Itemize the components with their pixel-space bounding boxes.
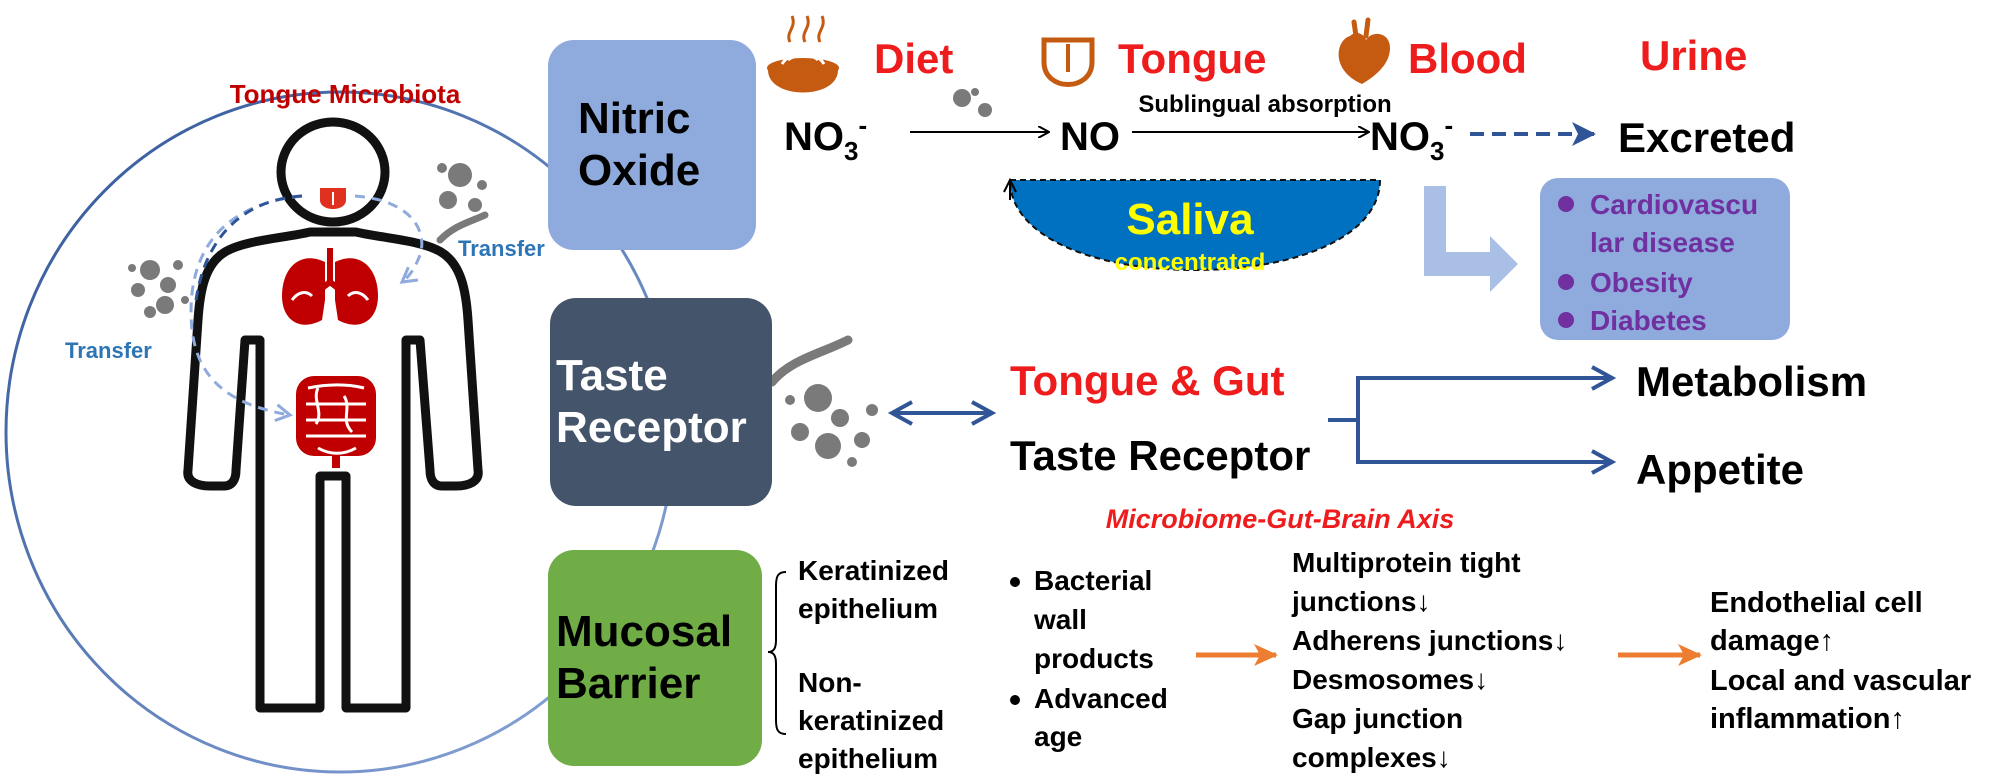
concentrated-label: concentrated <box>1115 249 1266 276</box>
nitric-oxide-row: Diet Tongue Blood Urine NO3- NO Sublingu… <box>767 15 1795 340</box>
microbe-cluster-left-icon <box>128 260 189 318</box>
keratinized-2: epithelium <box>798 593 938 624</box>
tongue-gut-label: Tongue & Gut <box>1010 357 1285 404</box>
no-tongue: NO <box>1060 115 1120 159</box>
junction-4: Desmosomes↓ <box>1292 664 1488 695</box>
epithelium-bracket <box>767 571 787 735</box>
mucosal-row: Keratinized epithelium Non- keratinized … <box>767 547 1971 774</box>
human-silhouette <box>183 117 483 713</box>
non-keratinized-3: epithelium <box>798 743 938 774</box>
outcome-4: inflammation↑ <box>1710 703 1905 735</box>
junction-3: Adherens junctions↓ <box>1292 625 1567 656</box>
tongue-microbiota-label: Tongue Microbiota <box>230 79 461 109</box>
microbiome-gut-brain-axis: Microbiome-Gut-Brain Axis <box>1106 504 1455 534</box>
factor-bullet <box>1010 695 1020 705</box>
outcome-2: damage↑ <box>1710 625 1834 657</box>
saliva-label: Saliva <box>1126 195 1254 244</box>
disease-cardiovascular-2: lar disease <box>1590 227 1735 258</box>
torso-outline <box>183 227 483 713</box>
excreted: Excreted <box>1618 114 1795 161</box>
tongue-stage-icon <box>1041 37 1095 87</box>
disease-cardiovascular-1: Cardiovascu <box>1590 189 1758 220</box>
microbe-small-icon <box>953 88 992 117</box>
transfer-path-right <box>354 194 424 284</box>
disease-bullet <box>1558 274 1574 290</box>
factor-bacterial-3: products <box>1034 643 1154 674</box>
disease-bullet <box>1558 196 1574 212</box>
appetite-label: Appetite <box>1636 446 1804 493</box>
intestines-icon <box>296 376 376 468</box>
saliva-pool <box>1003 177 1382 272</box>
disease-elbow-arrow <box>1424 186 1518 292</box>
non-keratinized-2: keratinized <box>798 705 944 736</box>
transfer-label-left: Transfer <box>65 338 152 363</box>
heart-icon <box>1338 17 1390 84</box>
junction-5: Gap junction <box>1292 703 1463 734</box>
diet-bowl-icon <box>767 15 839 93</box>
no3-diet: NO3- <box>784 110 867 166</box>
microbe-cluster-right-icon <box>436 163 489 244</box>
junction-1: Multiprotein tight <box>1292 547 1521 578</box>
no3-blood: NO3- <box>1370 110 1453 166</box>
factor-bacterial-2: wall <box>1033 604 1087 635</box>
stage-diet: Diet <box>874 35 953 82</box>
taste-receptor-row: Tongue & Gut Taste Receptor Metabolism A… <box>767 335 1867 534</box>
stage-urine: Urine <box>1640 32 1747 79</box>
taste-receptor-label: Taste Receptor <box>1010 432 1310 479</box>
stage-tongue: Tongue <box>1118 35 1267 82</box>
non-keratinized-1: Non- <box>798 667 862 698</box>
outcome-1: Endothelial cell <box>1710 587 1923 619</box>
junction-2: junctions↓ <box>1291 586 1430 617</box>
metabolism-label: Metabolism <box>1636 358 1867 405</box>
disease-bullet <box>1558 312 1574 328</box>
junction-6: complexes↓ <box>1292 742 1451 773</box>
lungs-icon <box>282 248 378 325</box>
outcome-3: Local and vascular <box>1710 665 1971 697</box>
factor-bullet <box>1010 577 1020 587</box>
disease-box <box>1540 178 1790 340</box>
body-panel: Tongue Microbiota Transfer Transfer <box>4 79 676 774</box>
stage-blood: Blood <box>1408 35 1527 82</box>
factor-bacterial-1: Bacterial <box>1034 565 1152 596</box>
transfer-label-right: Transfer <box>458 236 545 261</box>
keratinized-1: Keratinized <box>798 555 949 586</box>
factor-age-1: Advanced <box>1034 683 1168 714</box>
microbe-cluster-taste-icon <box>767 335 878 467</box>
branch-connector <box>1328 376 1598 464</box>
disease-obesity: Obesity <box>1590 267 1693 298</box>
disease-diabetes: Diabetes <box>1590 305 1707 336</box>
sublingual-absorption: Sublingual absorption <box>1138 91 1391 118</box>
tongue-in-mouth <box>320 188 346 209</box>
factor-age-2: age <box>1034 721 1082 752</box>
